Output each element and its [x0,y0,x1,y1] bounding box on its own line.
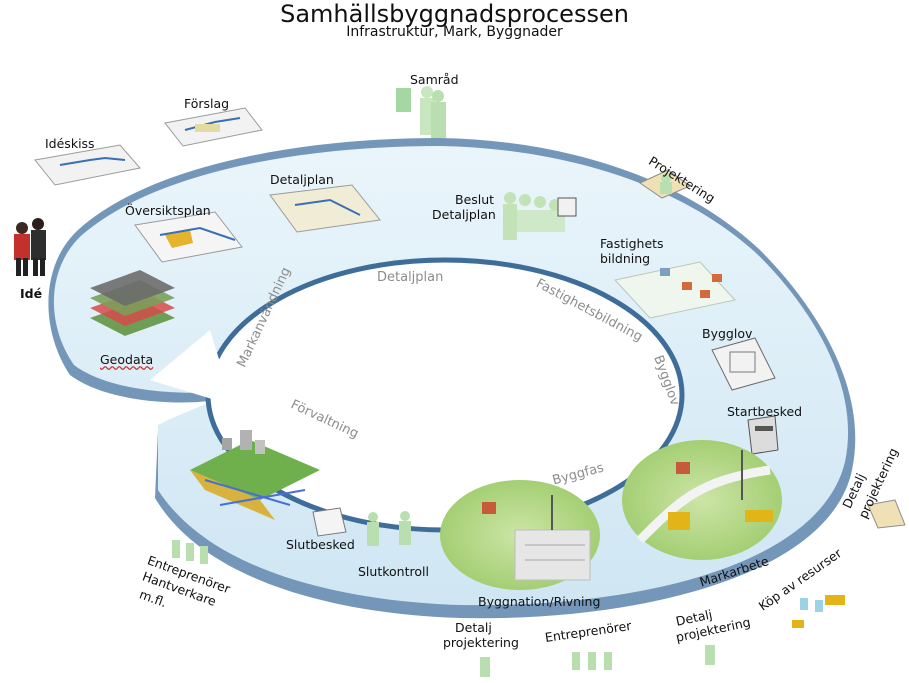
oversiktsplan-sheet-icon [134,211,243,263]
label-detalj-bottom-2: projektering [443,635,519,650]
label-forslag: Förslag [184,96,230,111]
ide-people-icon [14,218,46,276]
slutkontroll-people-icon [367,511,411,546]
projektering-person-icon [638,169,692,199]
geodata-layers-icon [90,270,175,336]
label-beslut-2: Detaljplan [432,207,496,222]
beslut-meeting-icon [503,192,577,240]
forvaltning-city-icon [190,430,320,520]
label-byggnation: Byggnation/Rivning [478,594,601,609]
label-fastighets-1: Fastighets [600,236,664,251]
label-bygglov-doc: Bygglov [702,326,753,341]
startbesked-document-icon [747,415,779,455]
byggnation-site-icon [440,480,600,590]
entreprenorer-bottom-people-icon [572,652,612,670]
label-samrad: Samråd [410,72,459,87]
label-fastighets-2: bildning [600,251,651,266]
page-title: Samhällsbyggnadsprocessen [280,0,629,28]
ideskiss-sheet-icon [34,144,141,186]
label-oversiktsplan: Översiktsplan [125,203,211,218]
detalj-edge-person-icon [867,499,906,529]
detaljplan-sheet-icon [269,184,381,233]
label-startbesked: Startbesked [727,404,803,419]
bygglov-document-icon [711,337,776,391]
label-beslut-1: Beslut [455,192,495,207]
kop-resurser-icon [792,595,845,628]
fastighetsbildning-map-icon [614,261,736,319]
entreprenorer-left-people-icon [172,540,208,564]
detalj-bottom-person-icon [480,657,490,677]
label-ide: Idé [20,286,43,301]
label-detaljplan-doc: Detaljplan [270,172,334,187]
forslag-sheet-icon [164,107,263,147]
markarbete-site-icon [622,440,782,560]
label-slutkontroll: Slutkontroll [358,564,429,579]
slutbesked-document-icon [312,507,347,537]
ring-label-detaljplan: Detaljplan [377,270,444,285]
page-subtitle: Infrastruktur, Mark, Byggnader [346,24,563,40]
label-geodata: Geodata [100,352,154,367]
detalj-right-person-icon [705,645,715,665]
label-detalj-bottom-1: Detalj [455,620,492,635]
samrad-people-icon [396,86,446,138]
label-slutbesked: Slutbesked [286,537,355,552]
label-ideskiss: Idéskiss [45,136,95,151]
